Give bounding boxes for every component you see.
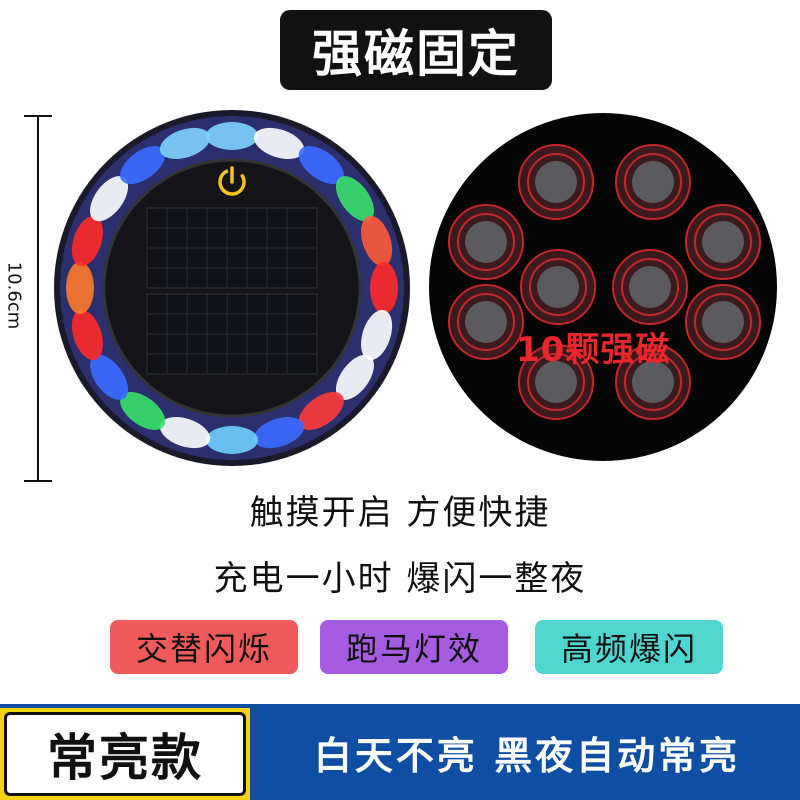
led-segment xyxy=(90,354,129,400)
footer-badge-box: 常亮款 xyxy=(4,712,246,796)
solar-light-image xyxy=(54,110,410,466)
led-segment xyxy=(71,309,103,361)
magnet xyxy=(518,344,594,420)
magnet xyxy=(520,249,596,325)
dimension-cap-bottom xyxy=(24,480,52,482)
led-segment xyxy=(120,391,166,430)
led-segment xyxy=(335,354,374,400)
magnet-count-label: 10颗强磁 xyxy=(516,330,671,370)
mode-tag-strobe: 高频爆闪 xyxy=(535,620,723,674)
mode-tag-alternate: 交替闪烁 xyxy=(110,620,298,674)
led-segment xyxy=(66,262,94,314)
solar-panel xyxy=(146,207,318,375)
led-segment xyxy=(90,176,129,222)
mode-tag-marquee: 跑马灯效 xyxy=(320,620,508,674)
magnet xyxy=(685,284,761,360)
led-segment xyxy=(253,127,305,159)
magnet xyxy=(448,284,524,360)
magnet-group xyxy=(448,144,761,420)
led-ring xyxy=(66,122,398,454)
feature-line-1: 触摸开启 方便快捷 xyxy=(249,493,551,533)
led-segment xyxy=(159,127,211,159)
led-segment xyxy=(206,122,258,150)
dimension-label: 10.6cm xyxy=(3,261,25,330)
led-segment xyxy=(253,417,305,449)
magnet xyxy=(685,204,761,280)
page-title: 强磁固定 xyxy=(312,25,520,83)
magnet-back-image xyxy=(429,113,777,461)
title-banner: 强磁固定 xyxy=(280,10,552,90)
magnet xyxy=(448,204,524,280)
footer-badge-panel: 常亮款 xyxy=(0,704,254,800)
led-segment xyxy=(361,309,393,361)
magnet xyxy=(615,144,691,220)
footer-text: 白天不亮 黑夜自动常亮 xyxy=(313,733,741,778)
magnet xyxy=(615,344,691,420)
led-segment xyxy=(335,176,374,222)
magnet xyxy=(612,249,688,325)
led-segment xyxy=(361,215,393,267)
feature-line-2: 充电一小时 爆闪一整夜 xyxy=(213,559,587,599)
magnet xyxy=(518,144,594,220)
footer-badge: 常亮款 xyxy=(47,729,203,787)
footer-banner: 白天不亮 黑夜自动常亮 xyxy=(254,704,800,800)
led-segment xyxy=(71,215,103,267)
led-segment xyxy=(120,146,166,185)
led-segment xyxy=(370,262,398,314)
led-segment xyxy=(206,426,258,454)
led-segment xyxy=(298,391,344,430)
led-segment xyxy=(298,146,344,185)
dimension-marker xyxy=(24,115,54,482)
led-segment xyxy=(159,417,211,449)
dimension-line xyxy=(37,115,39,482)
